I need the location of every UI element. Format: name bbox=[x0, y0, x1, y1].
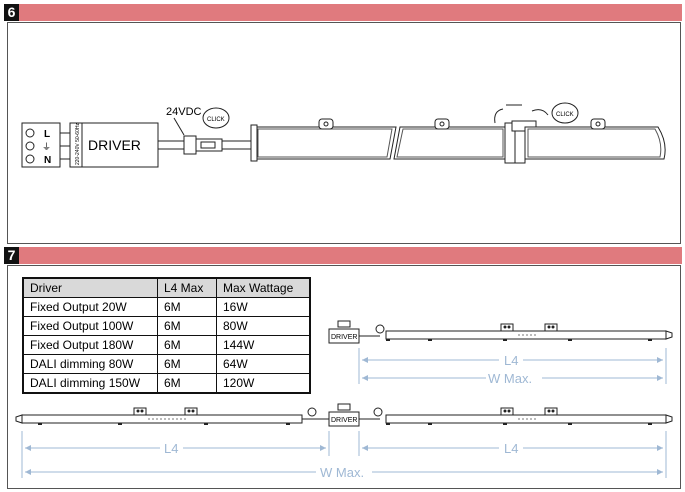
run-length-diagram: DRIVER L4 W Max. DRIVER bbox=[15, 320, 673, 480]
driver-rating: 220-240V 50-60Hz bbox=[75, 123, 81, 165]
driver-label-top: DRIVER bbox=[331, 334, 357, 341]
click-label-2: CLICK bbox=[556, 112, 574, 118]
table-row: DALI dimming 150W 6M 120W bbox=[22, 373, 311, 394]
wmax-label-bottom: W Max. bbox=[320, 465, 364, 480]
terminal-label-n: N bbox=[44, 155, 51, 166]
table-cell: DALI dimming 150W bbox=[22, 373, 158, 394]
wiring-diagram: L ⏚ N 220-240V 50-60Hz DRIVER 24VDC CLIC… bbox=[21, 102, 666, 168]
driver-label: DRIVER bbox=[88, 137, 141, 153]
table-cell: Fixed Output 20W bbox=[22, 297, 158, 317]
table-cell: 6M bbox=[157, 373, 217, 394]
clip-icon bbox=[184, 407, 198, 416]
driver-label-bottom: DRIVER bbox=[331, 417, 357, 424]
l4-label-top: L4 bbox=[504, 353, 518, 368]
table-cell: DALI dimming 80W bbox=[22, 354, 158, 374]
table-cell: 16W bbox=[216, 297, 311, 317]
section-number-7: 7 bbox=[4, 247, 19, 264]
table-cell: 6M bbox=[157, 354, 217, 374]
table-header: Max Wattage bbox=[216, 277, 311, 298]
mounting-clip-icon bbox=[434, 118, 450, 130]
table-row: Fixed Output 20W 6M 16W bbox=[22, 297, 311, 317]
clip-icon bbox=[133, 407, 147, 416]
end-cap bbox=[250, 124, 258, 162]
table-row: Fixed Output 100W 6M 80W bbox=[22, 316, 311, 336]
click-label-1: CLICK bbox=[207, 117, 225, 123]
table-cell: 6M bbox=[157, 297, 217, 317]
l4-label-bottom-right: L4 bbox=[504, 441, 518, 456]
light-strip-segment-1 bbox=[253, 126, 397, 160]
diagram-panel-6: L ⏚ N 220-240V 50-60Hz DRIVER 24VDC CLIC… bbox=[7, 22, 681, 244]
table-cell: Fixed Output 180W bbox=[22, 335, 158, 355]
mounting-clip-icon bbox=[590, 118, 606, 130]
table-cell: 6M bbox=[157, 335, 217, 355]
table-cell: 64W bbox=[216, 354, 311, 374]
table-cell: Fixed Output 100W bbox=[22, 316, 158, 336]
clip-icon bbox=[500, 323, 514, 332]
clip-icon bbox=[500, 407, 514, 416]
table-cell: 120W bbox=[216, 373, 311, 394]
click-bubble-1 bbox=[202, 107, 230, 129]
click-bubble-2 bbox=[551, 102, 579, 124]
wmax-label-top: W Max. bbox=[488, 371, 532, 386]
voltage-label: 24VDC bbox=[166, 106, 202, 118]
mounting-clip-icon bbox=[318, 118, 334, 130]
l4-label-bottom-left: L4 bbox=[164, 441, 178, 456]
table-header-row: Driver L4 Max Max Wattage bbox=[22, 277, 311, 298]
table-cell: 6M bbox=[157, 316, 217, 336]
table-header: Driver bbox=[22, 277, 158, 298]
table-cell: 80W bbox=[216, 316, 311, 336]
section-number-6: 6 bbox=[4, 4, 19, 21]
driver-spec-table: Driver L4 Max Max Wattage Fixed Output 2… bbox=[22, 277, 311, 394]
table-cell: 144W bbox=[216, 335, 311, 355]
table-row: Fixed Output 180W 6M 144W bbox=[22, 335, 311, 355]
section-header-7: 7 bbox=[4, 247, 682, 264]
table-header: L4 Max bbox=[157, 277, 217, 298]
clip-icon bbox=[544, 407, 558, 416]
section-header-6: 6 bbox=[4, 4, 682, 21]
terminal-block bbox=[21, 122, 61, 168]
light-strip-segment-3 bbox=[524, 126, 666, 160]
terminal-label-l: L bbox=[44, 129, 50, 140]
terminal-label-earth: ⏚ bbox=[42, 142, 51, 152]
connector-plug bbox=[183, 135, 197, 155]
clip-icon bbox=[544, 323, 558, 332]
light-strip-segment-2 bbox=[393, 126, 506, 160]
driver-box bbox=[69, 122, 159, 168]
table-row: DALI dimming 80W 6M 64W bbox=[22, 354, 311, 374]
